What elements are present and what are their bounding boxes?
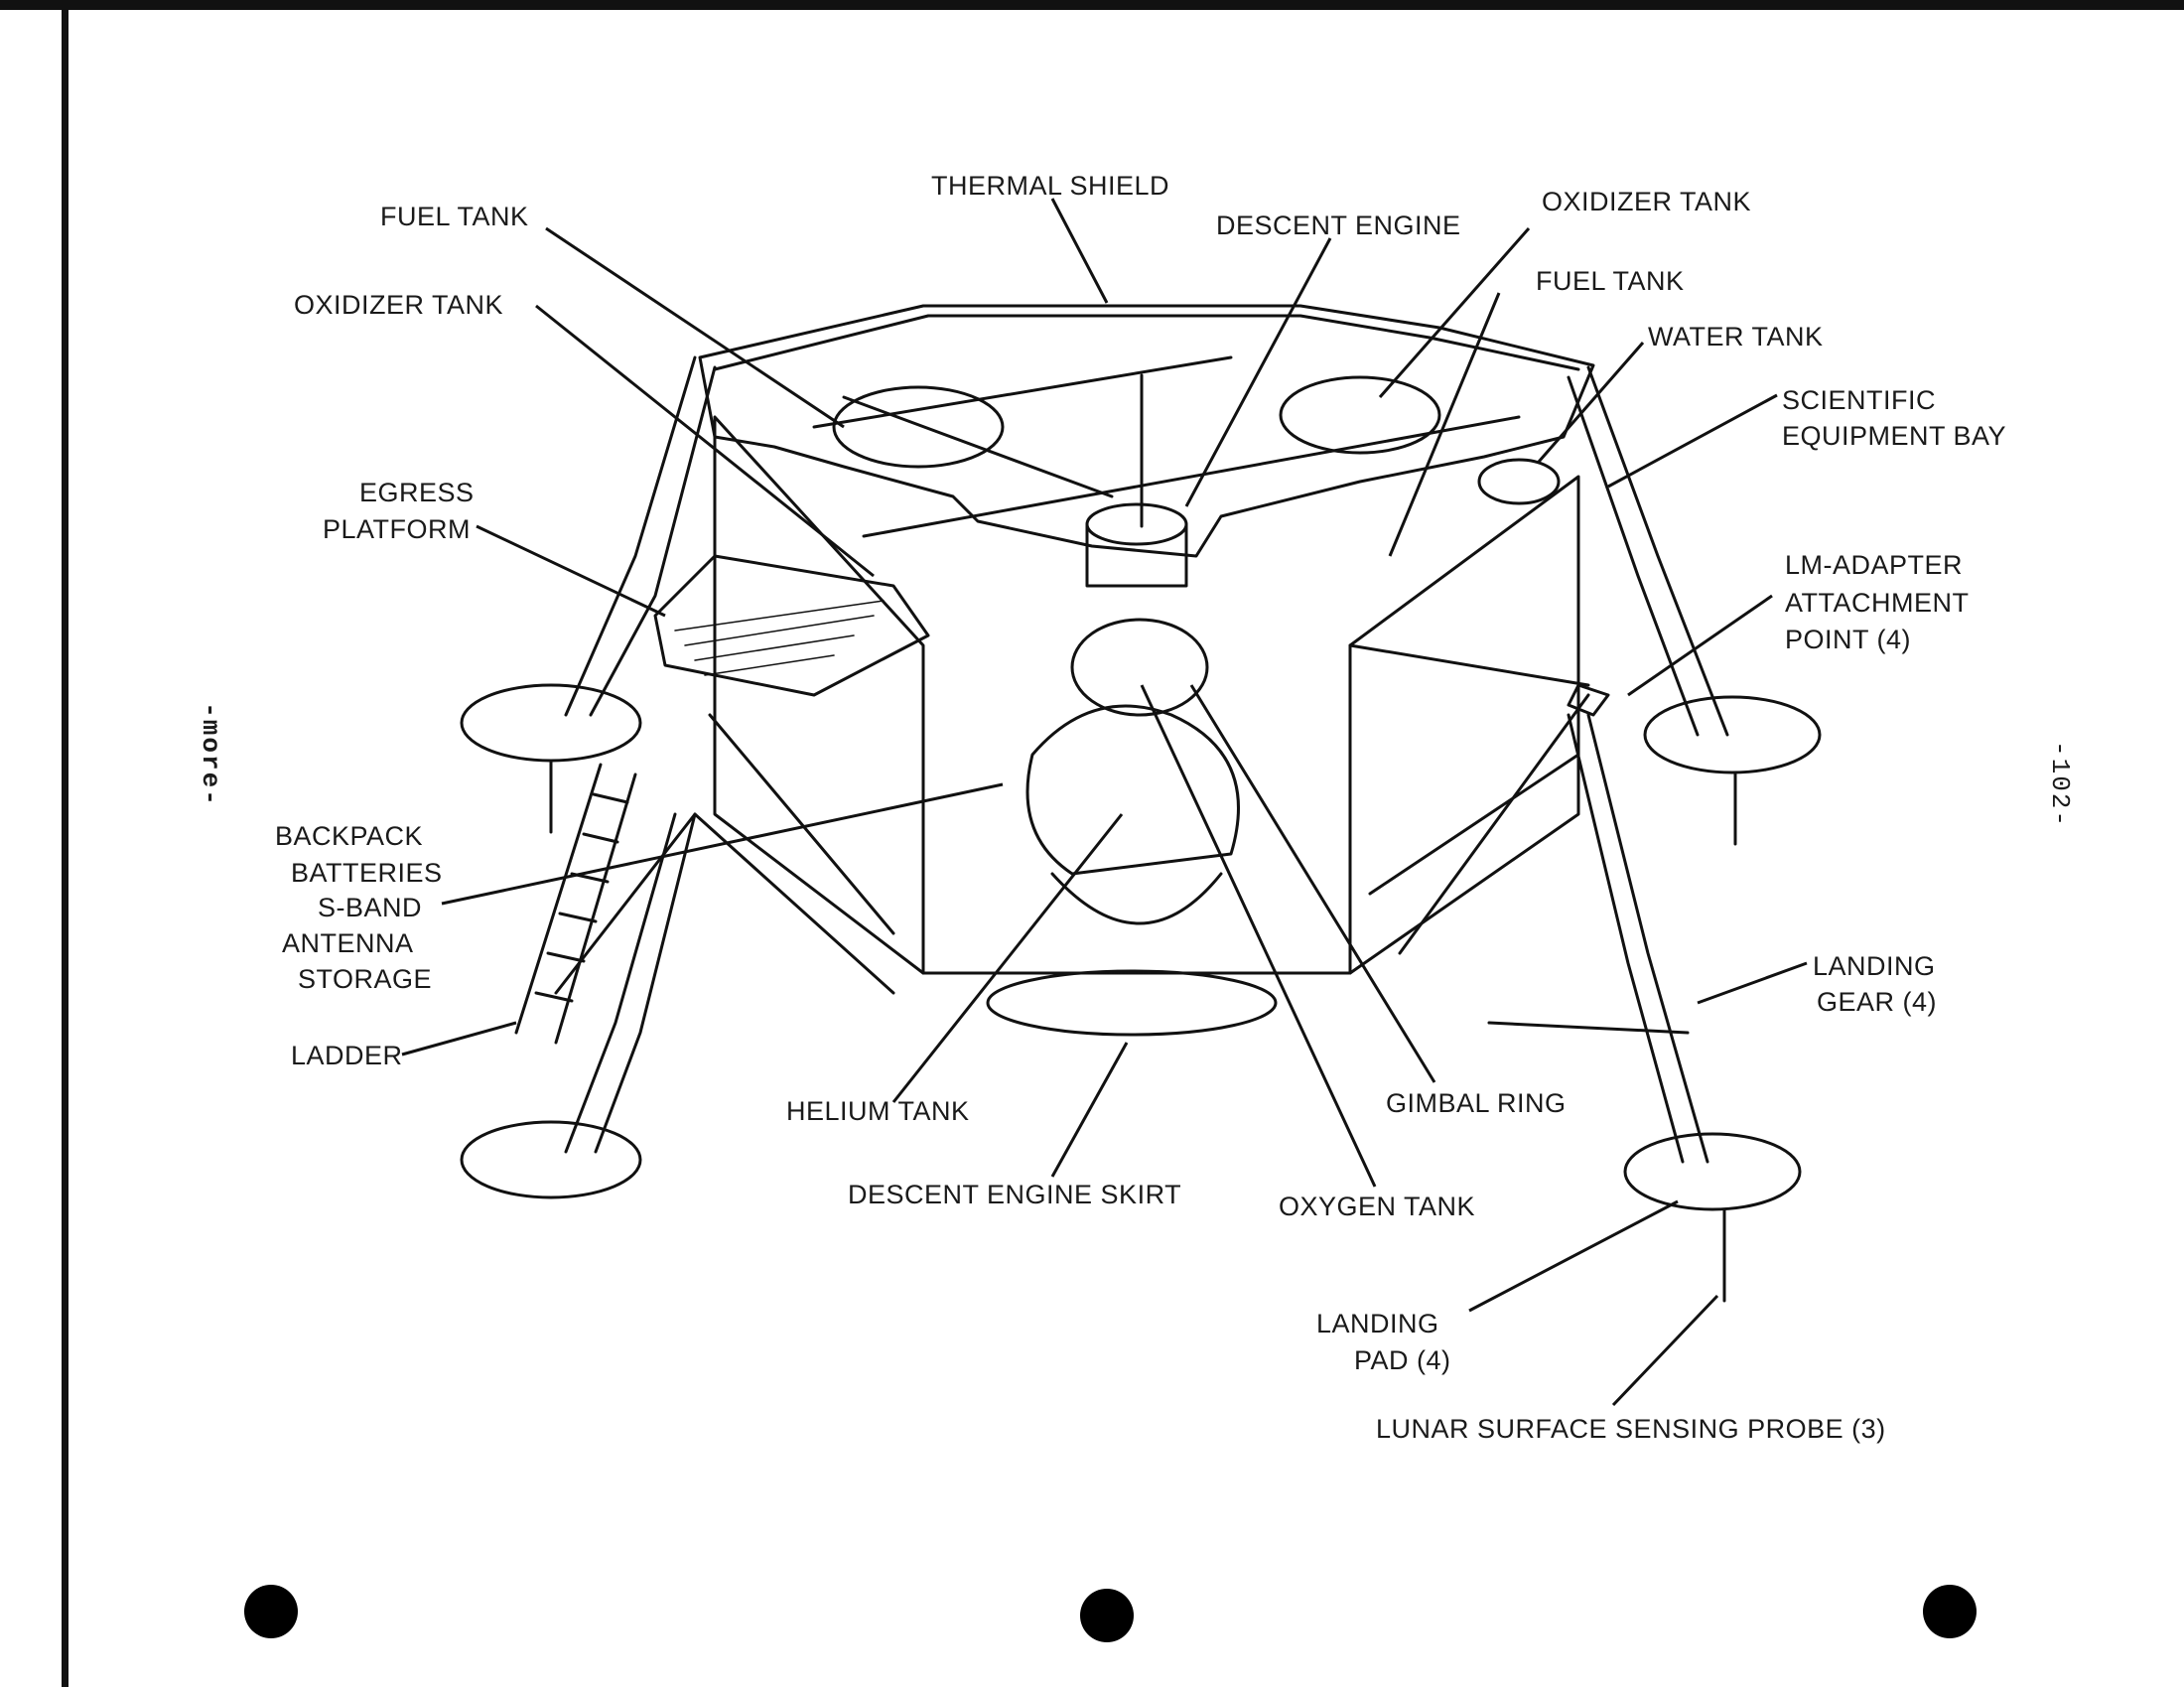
right-gear-braces — [1368, 693, 1690, 1035]
attachment-beam — [1348, 643, 1590, 687]
leader-gimbal-ring — [1189, 684, 1436, 1083]
sensing-probes — [549, 759, 1737, 1303]
margin-more-text: -more- — [196, 702, 225, 807]
label-backpack-line4: ANTENNA — [282, 928, 414, 958]
label-egress-line2: PLATFORM — [323, 514, 471, 544]
leader-oxidizer-tank-right — [1378, 227, 1531, 398]
left-upper-gear-strut-2 — [589, 365, 717, 717]
label-backpack-line1: BACKPACK — [275, 821, 423, 851]
landing-pad-left-lower — [460, 1120, 642, 1199]
left-lower-gear-strut-2 — [594, 812, 697, 1154]
label-ladder: LADDER — [291, 1041, 403, 1070]
ladder-rungs — [534, 792, 629, 1003]
right-side-panel — [1348, 475, 1580, 975]
label-oxidizer-tank-left: OXIDIZER TANK — [294, 290, 503, 320]
egress-platform-grating — [674, 600, 885, 676]
label-backpack-line2: BATTERIES — [291, 858, 443, 888]
label-probe: LUNAR SURFACE SENSING PROBE (3) — [1376, 1414, 1886, 1444]
label-landing-pad-line2: PAD (4) — [1354, 1345, 1451, 1375]
label-landing-gear-line2: GEAR (4) — [1817, 987, 1937, 1017]
label-descent-engine: DESCENT ENGINE — [1216, 211, 1461, 240]
label-descent-engine-skirt: DESCENT ENGINE SKIRT — [848, 1180, 1181, 1209]
label-lm-adapter-line3: POINT (4) — [1785, 625, 1911, 654]
leader-oxygen-tank — [1140, 684, 1377, 1188]
gimbal-ring-shape — [1070, 618, 1209, 717]
descent-engine-top — [1085, 502, 1188, 546]
descent-engine-body — [1085, 522, 1188, 588]
egress-platform-shape — [653, 554, 930, 697]
leader-lm-adapter — [1627, 594, 1773, 697]
right-upper-gear-strut-2 — [1567, 375, 1700, 737]
leader-fuel-tank-left — [545, 226, 845, 429]
left-lower-gear-strut — [564, 812, 677, 1154]
left-side-panel — [713, 415, 925, 975]
leader-egress-platform — [476, 524, 666, 618]
label-backpack-line3: S-BAND — [318, 893, 422, 922]
right-lower-gear-strut — [1586, 713, 1709, 1164]
oxidizer-tank-right-shape — [1279, 375, 1441, 455]
landing-pad-left-upper — [460, 683, 642, 763]
leader-thermal-shield — [1050, 198, 1109, 304]
label-oxidizer-tank-right: OXIDIZER TANK — [1542, 187, 1751, 216]
label-thermal-shield: THERMAL SHIELD — [931, 171, 1169, 201]
label-lm-adapter-line2: ATTACHMENT — [1785, 588, 1969, 618]
leader-oxidizer-tank-left — [535, 304, 875, 578]
label-backpack-line5: STORAGE — [298, 964, 432, 994]
label-gimbal-ring: GIMBAL RING — [1386, 1088, 1567, 1118]
page-left-border — [62, 0, 68, 1687]
oxygen-tank-lower-shape — [1050, 872, 1223, 925]
descent-stage-drawing — [460, 304, 1822, 1303]
lm-adapter-attachment-shape — [1567, 683, 1610, 717]
label-helium-tank: HELIUM TANK — [786, 1096, 970, 1126]
helium-tank-shape — [1025, 704, 1240, 876]
leader-backpack — [441, 782, 1004, 906]
leader-probe — [1611, 1294, 1719, 1407]
page-top-border — [0, 0, 2184, 10]
leader-scientific-bay — [1607, 393, 1778, 489]
water-tank-shape — [1477, 458, 1561, 505]
leader-helium-tank — [891, 813, 1124, 1103]
label-landing-gear-line1: LANDING — [1813, 951, 1936, 981]
label-landing-pad-line1: LANDING — [1316, 1309, 1439, 1338]
thermal-shield-rim — [713, 314, 1580, 371]
landing-pad-right-lower — [1623, 1132, 1802, 1211]
fuel-tank-left-shape — [832, 385, 1005, 469]
ladder-rails — [514, 763, 637, 1045]
label-lm-adapter-line1: LM-ADAPTER — [1785, 550, 1963, 580]
leader-descent-engine-skirt — [1050, 1042, 1129, 1178]
leader-water-tank — [1537, 342, 1645, 463]
left-upper-gear-strut — [564, 355, 697, 717]
label-oxygen-tank: OXYGEN TANK — [1279, 1192, 1475, 1221]
punch-hole-center — [1080, 1589, 1134, 1642]
label-scientific-bay-line2: EQUIPMENT BAY — [1782, 421, 2006, 451]
label-fuel-tank-right: FUEL TANK — [1536, 266, 1685, 296]
leader-ladder — [401, 1021, 517, 1056]
right-upper-gear-strut — [1586, 365, 1729, 737]
label-fuel-tank-left: FUEL TANK — [380, 202, 529, 231]
callout-labels: THERMAL SHIELD FUEL TANK DESCENT ENGINE … — [275, 171, 2006, 1444]
label-scientific-bay-line1: SCIENTIFIC — [1782, 385, 1936, 415]
thermal-shield-outline — [698, 304, 1595, 558]
leader-lines — [401, 198, 1808, 1407]
leader-fuel-tank-right — [1388, 292, 1501, 557]
leader-landing-gear — [1697, 961, 1808, 1005]
leader-landing-pad — [1468, 1199, 1679, 1313]
landing-pad-right-upper — [1643, 695, 1822, 774]
left-gear-braces — [554, 713, 895, 995]
punch-hole-left — [244, 1585, 298, 1638]
descent-engine-skirt-shape — [986, 969, 1278, 1037]
label-egress-line1: EGRESS — [359, 478, 475, 507]
structure-beams — [812, 355, 1521, 538]
page-number: -102- — [2045, 740, 2075, 829]
right-lower-gear-strut-2 — [1567, 713, 1685, 1164]
label-water-tank: WATER TANK — [1648, 322, 1824, 351]
punch-hole-right — [1923, 1585, 1977, 1638]
leader-descent-engine — [1184, 237, 1332, 507]
